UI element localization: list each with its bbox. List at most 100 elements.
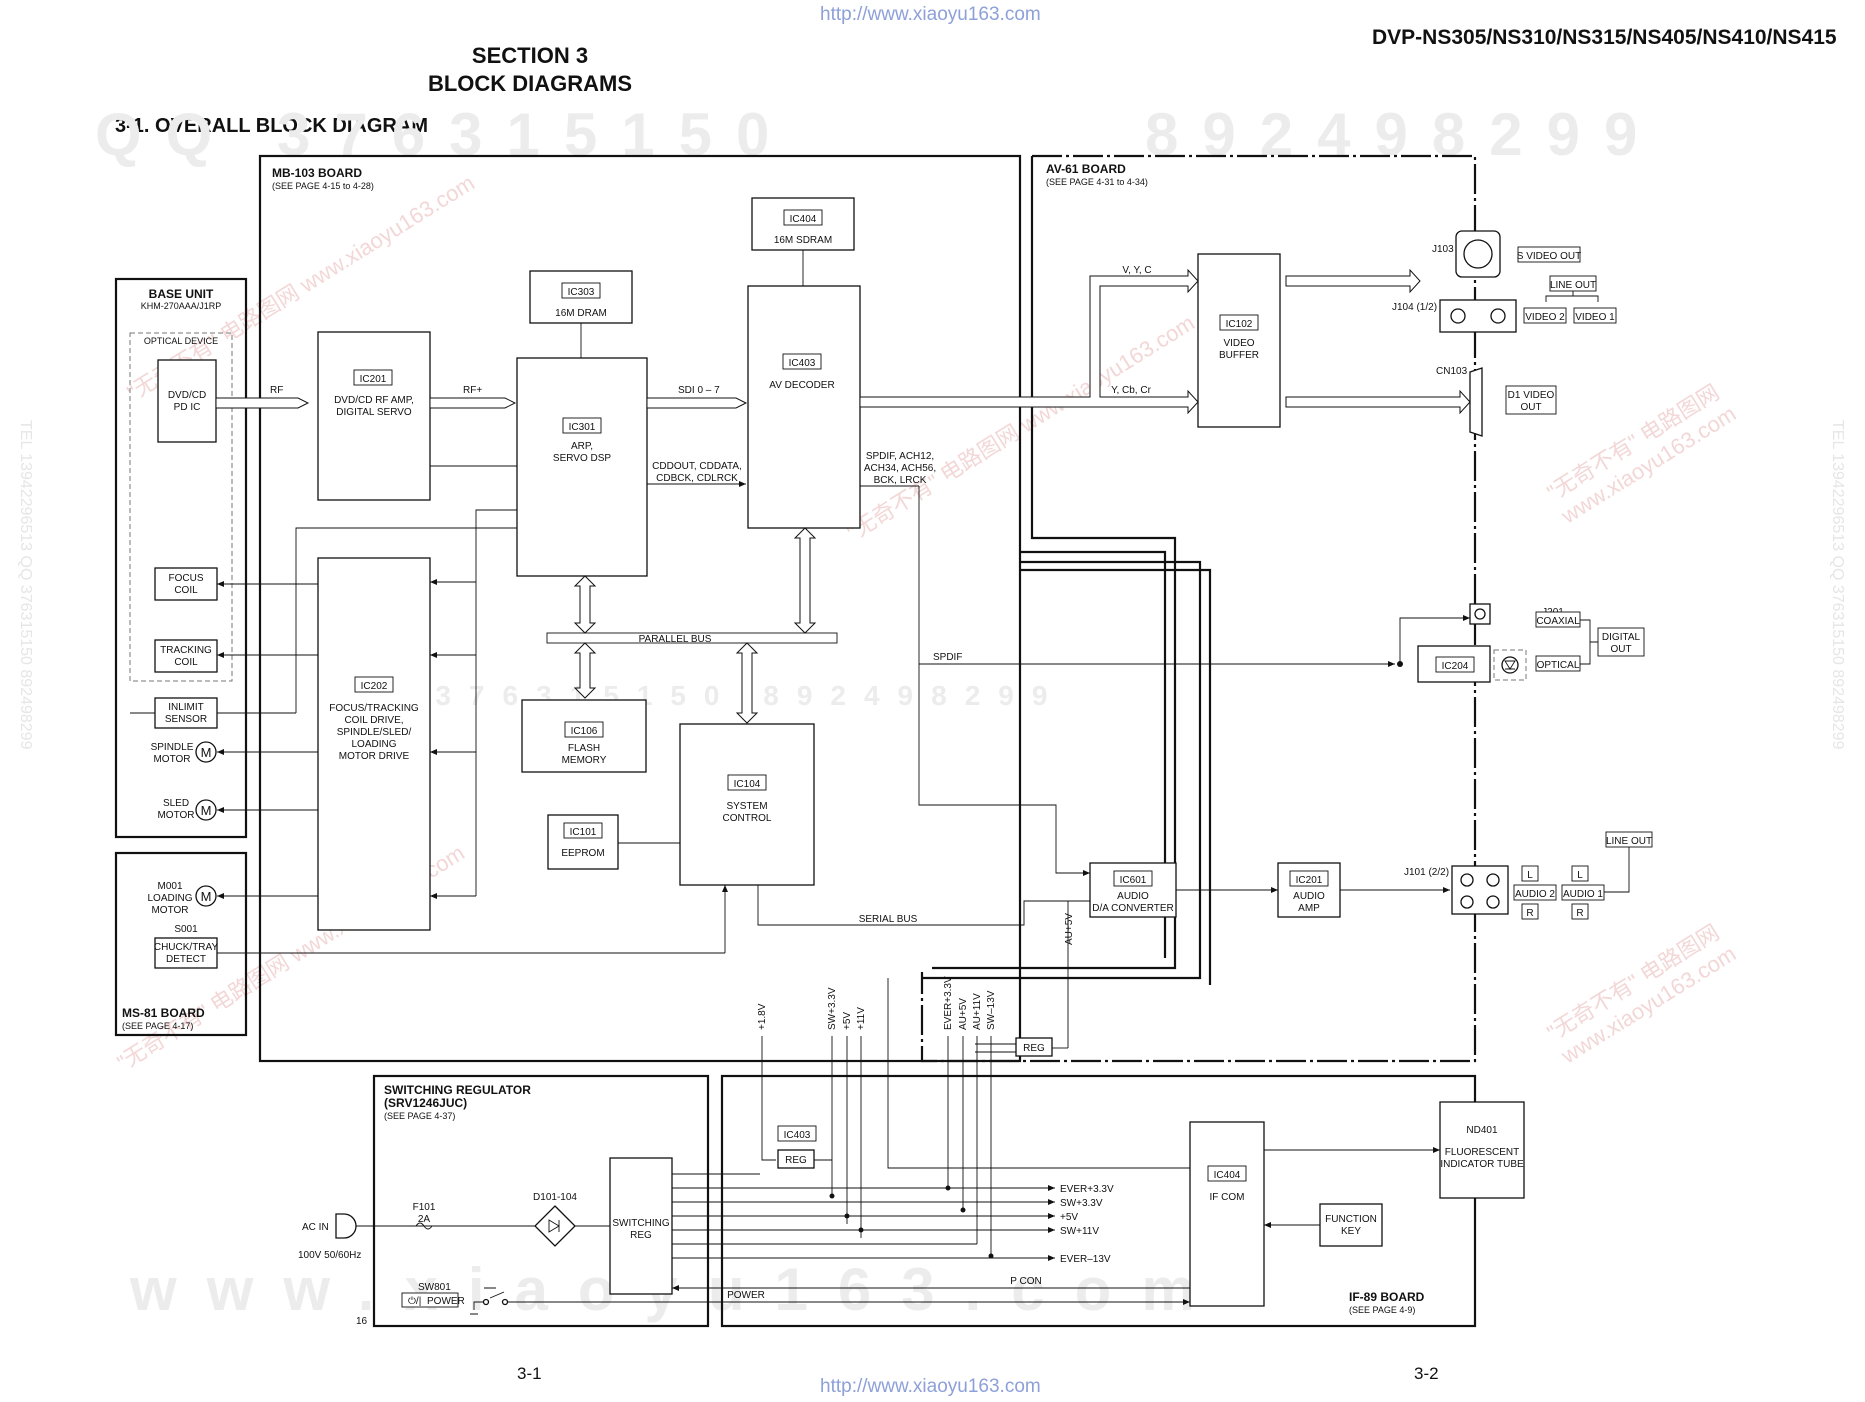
- j104-jack-1: [1450, 308, 1466, 324]
- ic202-tag: [354, 676, 394, 693]
- focus-coil-l1: FOCUS: [169, 573, 204, 584]
- function-key-l2: KEY: [1341, 1226, 1361, 1237]
- spindle-motor-l2: MOTOR: [153, 754, 190, 765]
- spdif-junction: [1397, 661, 1403, 667]
- spdif-l1: SPDIF, ACH12,: [866, 451, 934, 462]
- if89-title: IF-89 BOARD: [1349, 1290, 1425, 1304]
- section-line2: BLOCK DIAGRAMS: [427, 71, 633, 96]
- ic301-tag-text: IC301: [569, 422, 596, 433]
- av61-page: (SEE PAGE 4-31 to 4-34): [1046, 177, 1148, 187]
- serial-bus-line: [757, 885, 1090, 926]
- ic104-tag: [727, 774, 767, 791]
- digital-out-tag: [1597, 627, 1645, 657]
- pd-ic-l2: PD IC: [174, 402, 201, 413]
- spindle-motor-icon: [195, 741, 217, 763]
- ic404-if-com-block: [1189, 1121, 1265, 1307]
- watermark-digits-right: 892498299: [1145, 101, 1662, 168]
- ic202-block: [317, 557, 431, 931]
- section-line1: SECTION 3: [471, 43, 589, 68]
- junction-3: [858, 1227, 864, 1233]
- sled-motor-l1: SLED: [163, 798, 189, 809]
- ic601-l2: D/A CONVERTER: [1092, 903, 1174, 914]
- j101-jack-1: [1460, 873, 1474, 887]
- spdif-l2: ACH34, ACH56,: [864, 463, 936, 474]
- mb103-page: (SEE PAGE 4-15 to 4-28): [272, 181, 374, 191]
- header-url[interactable]: http://www.xiaoyu163.com: [820, 4, 1041, 25]
- ic201-av-tag-text: IC201: [1296, 875, 1323, 886]
- rail-sw11-label: SW+11V: [1060, 1226, 1099, 1237]
- ic102-tag: [1219, 314, 1259, 331]
- mb103-title: MB-103 BOARD: [272, 166, 362, 180]
- junction-1: [829, 1193, 835, 1199]
- spindle-motor-l1: SPINDLE: [151, 742, 194, 753]
- junction-5: [960, 1207, 966, 1213]
- tracking-coil-l1: TRACKING: [160, 645, 212, 656]
- cn103-connector: [1469, 367, 1483, 437]
- tracking-coil-block: [154, 639, 218, 673]
- rf-label: RF: [270, 385, 283, 396]
- nd401-l2: FLUORESCENT: [1445, 1147, 1519, 1158]
- au5v-line: [1067, 900, 1090, 1048]
- au5v-top-label: AU+5V: [1064, 913, 1075, 945]
- rf-plus-label: RF+: [463, 385, 482, 396]
- line-out-bot-bracket: [1604, 847, 1630, 893]
- ic204-tag-text: IC204: [1442, 661, 1469, 672]
- loading-motor-l3: MOTOR: [151, 905, 188, 916]
- ic404-bot-tag-text: IC404: [1214, 1170, 1241, 1181]
- junction-6: [988, 1253, 994, 1259]
- reg-input-lines: [975, 1043, 1016, 1053]
- power-switch-symbol: [470, 1287, 505, 1315]
- j104-label: J104 (1/2): [1392, 302, 1437, 313]
- switching-page: (SEE PAGE 4-37): [384, 1111, 455, 1121]
- f101-val: 2A: [418, 1214, 431, 1225]
- sw-rails-left: [831, 1036, 862, 1238]
- junction-2: [844, 1213, 850, 1219]
- optical-led-box: [1493, 649, 1527, 681]
- junction-4: [945, 1185, 951, 1191]
- ic601-tag: [1113, 870, 1153, 887]
- pd-ic-l1: DVD/CD: [168, 390, 206, 401]
- ic201-tag: [353, 369, 393, 386]
- ic403-reg-text: REG: [785, 1155, 807, 1166]
- ic101-tag: [563, 822, 603, 839]
- au11v-label: AU+11V: [972, 993, 983, 1030]
- j101-jack-4: [1486, 895, 1500, 909]
- p5v-label: +5V: [842, 1012, 853, 1030]
- coaxial-line: [1399, 615, 1470, 664]
- video-main-arrow: [859, 268, 1199, 415]
- mb103-connector-line-2: [922, 560, 1202, 980]
- ic403-bot-tag-text: IC403: [784, 1130, 811, 1141]
- svideo-arrow: [1285, 268, 1421, 294]
- power-button[interactable]: [401, 1292, 459, 1308]
- j103-socket: [1463, 239, 1493, 269]
- ic403-reg-block: [777, 1149, 815, 1169]
- ic202-l1: FOCUS/TRACKING: [329, 703, 419, 714]
- ic106-tag-text: IC106: [571, 726, 598, 737]
- pd-ic-block: [157, 359, 217, 443]
- ic104-block: [679, 723, 815, 886]
- ic101-tag-text: IC101: [570, 827, 597, 838]
- ac-in-label: AC IN: [302, 1222, 329, 1233]
- serial-bus-label: SERIAL BUS: [859, 914, 918, 925]
- ic201-av-l1: AUDIO: [1293, 891, 1325, 902]
- audio1-l-text: L: [1577, 870, 1583, 881]
- ic102-tag-text: IC102: [1226, 319, 1253, 330]
- audio2-l-text: L: [1527, 870, 1533, 881]
- ms81-title: MS-81 BOARD: [122, 1006, 205, 1020]
- model-number: DVP-NS305/NS310/NS315/NS405/NS410/NS415: [1372, 26, 1837, 49]
- watermark-digits-mid: QQ 376315150 892498299: [330, 680, 1066, 711]
- ic106-l2: MEMORY: [562, 755, 607, 766]
- ic104-bus-arrow: [735, 642, 759, 724]
- ic201-block: [317, 331, 431, 501]
- footer-url[interactable]: http://www.xiaoyu163.com: [820, 1376, 1041, 1397]
- base-unit-model: KHM-270AAA/J1RP: [141, 301, 222, 311]
- rf-arrow: [215, 397, 310, 409]
- switching-title1: SWITCHING REGULATOR: [384, 1083, 531, 1097]
- ic601-tag-text: IC601: [1120, 875, 1147, 886]
- ic202-l3: SPINDLE/SLED/: [337, 727, 412, 738]
- ms81-page: (SEE PAGE 4-17): [122, 1021, 193, 1031]
- j101-connector: [1451, 865, 1509, 915]
- d1-video-out-tag: [1505, 385, 1557, 415]
- ic106-bus-arrow: [573, 642, 597, 699]
